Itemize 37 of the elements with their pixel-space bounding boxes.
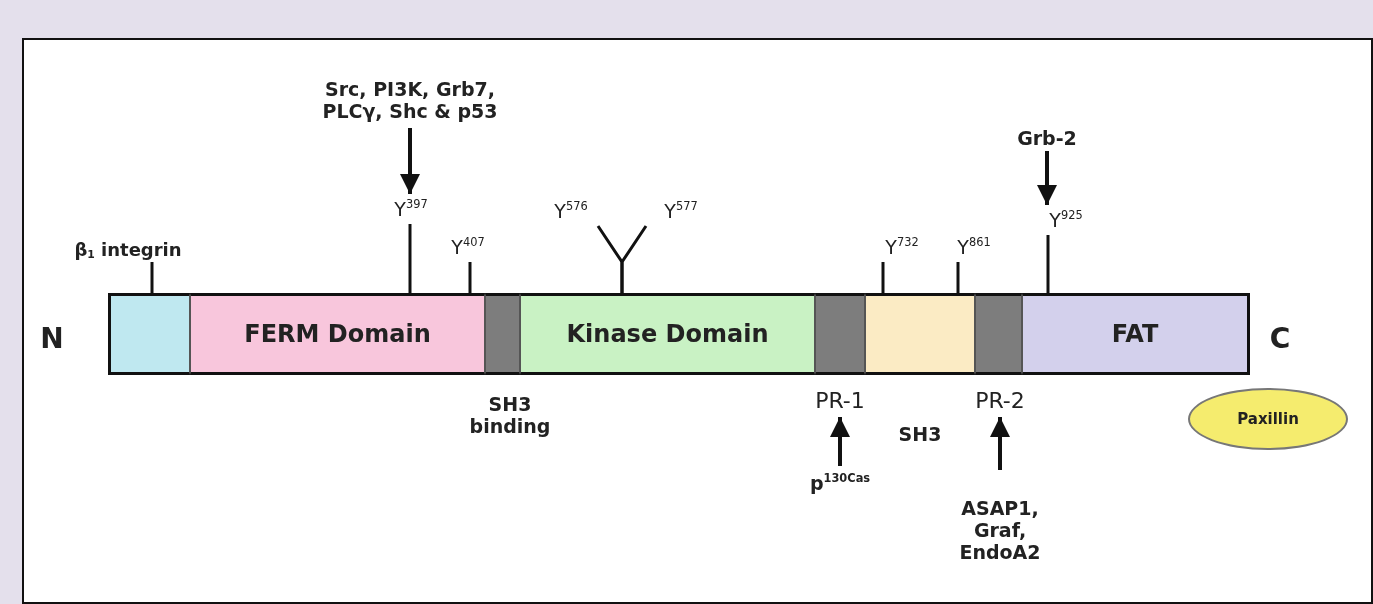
leader-line <box>956 262 960 293</box>
linker-segment <box>975 293 1022 375</box>
tyrosine-label: Y$^{577}$ <box>645 196 717 226</box>
arrow <box>1037 151 1057 205</box>
domain-segment: Kinase Domain <box>520 293 815 375</box>
partner-label: p$^{130Cas}$ <box>790 466 890 500</box>
site-label: β$_{1}$ integrin <box>48 236 208 262</box>
leader-line <box>620 225 648 293</box>
arrow <box>830 417 850 466</box>
tyrosine-label: Y$^{397}$ <box>375 194 447 224</box>
arrow <box>990 417 1010 470</box>
region-label: PR-2 <box>960 383 1040 417</box>
partner-label: ASAP1, Graf, EndoA2 <box>935 470 1065 590</box>
region-label: PR-1 <box>800 383 880 417</box>
leader-line <box>1046 235 1050 293</box>
domain-segment <box>108 293 190 375</box>
domain-segment: FAT <box>1022 293 1250 375</box>
tyrosine-label: Y$^{925}$ <box>1030 205 1102 235</box>
leader-line <box>468 262 472 293</box>
domain-segment: FERM Domain <box>190 293 485 375</box>
terminus-label: N <box>39 320 65 357</box>
arrow <box>400 128 420 194</box>
partner-label: Src, PI3K, Grb7, PLCγ, Shc & p53 <box>300 72 520 128</box>
terminus-label: C <box>1268 320 1292 357</box>
region-label: SH3 binding <box>468 392 552 439</box>
leader-line <box>408 224 412 293</box>
linker-segment <box>815 293 865 375</box>
region-label: SH3 <box>897 422 943 447</box>
linker-segment <box>485 293 520 375</box>
tyrosine-label: Y$^{732}$ <box>866 232 938 262</box>
domain-segment <box>865 293 975 375</box>
leader-line <box>150 262 154 293</box>
tyrosine-label: Y$^{861}$ <box>938 232 1010 262</box>
leader-line <box>881 262 885 293</box>
tyrosine-label: Y$^{407}$ <box>432 232 504 262</box>
tyrosine-label: Y$^{576}$ <box>535 196 607 226</box>
partner-label: Grb-2 <box>1005 125 1089 151</box>
